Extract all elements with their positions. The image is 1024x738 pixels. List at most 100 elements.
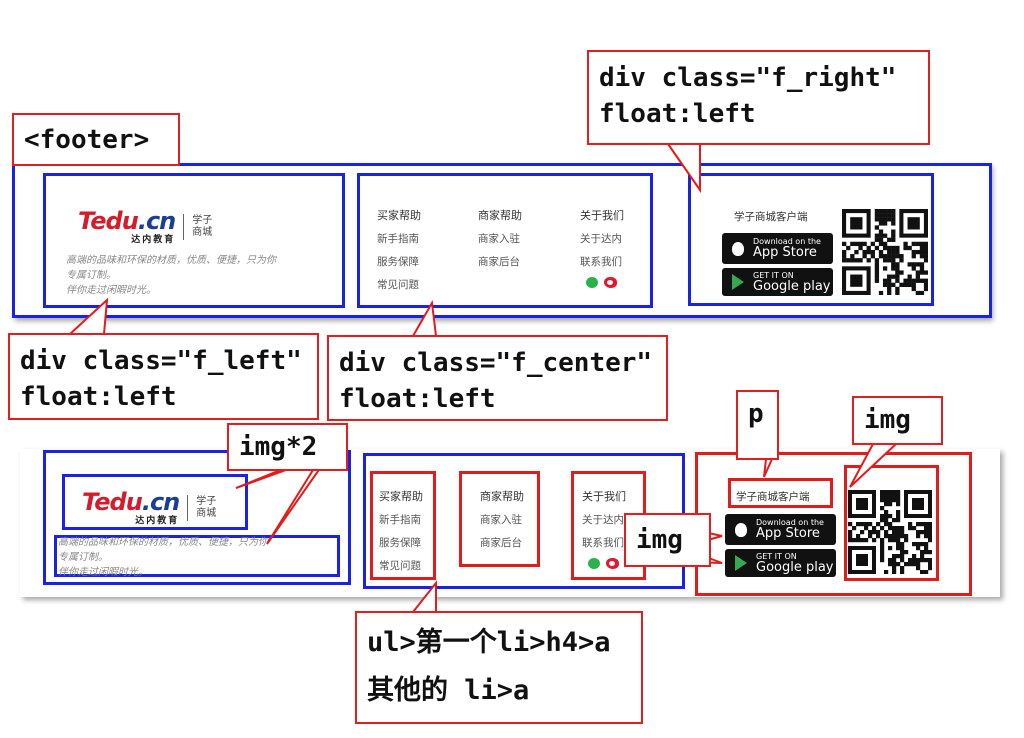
- weibo-icon[interactable]: [604, 277, 617, 288]
- qr-module: [891, 262, 896, 267]
- column-link[interactable]: 服务保障: [377, 256, 419, 268]
- qr-module: [908, 562, 913, 567]
- qr-module: [924, 546, 929, 551]
- column-link[interactable]: 商家入驻: [478, 233, 520, 245]
- qr-module: [896, 526, 901, 531]
- qr-module: [924, 542, 929, 547]
- callout-img-store: img: [624, 513, 711, 567]
- slogan-line: 专属订制。: [58, 552, 108, 563]
- qr-module: [923, 241, 928, 247]
- column-link[interactable]: 新手指南: [379, 514, 421, 526]
- qr-module: [895, 254, 900, 259]
- column-heading[interactable]: 买家帮助: [379, 490, 423, 503]
- qr-module: [891, 254, 896, 259]
- column-link[interactable]: 商家入驻: [480, 514, 522, 526]
- column-heading[interactable]: 买家帮助: [377, 209, 421, 222]
- qr-module: [888, 538, 893, 543]
- column-link[interactable]: 常见问题: [379, 560, 421, 572]
- footer-outline: [12, 163, 992, 318]
- column-link[interactable]: 新手指南: [377, 233, 419, 245]
- qr-module: [887, 237, 892, 242]
- column-heading[interactable]: 关于我们: [580, 209, 624, 222]
- qr-module: [916, 542, 921, 547]
- qr-module: [896, 542, 901, 547]
- column-heading[interactable]: 商家帮助: [478, 209, 522, 222]
- qr-module: [891, 237, 896, 242]
- wechat-icon[interactable]: [586, 277, 598, 288]
- column-link[interactable]: 服务保障: [379, 537, 421, 549]
- qr-module: [924, 526, 929, 531]
- qr-module: [888, 558, 893, 563]
- qr-module: [895, 274, 900, 279]
- wechat-icon[interactable]: [588, 558, 600, 569]
- qr-module: [891, 209, 896, 214]
- column-link[interactable]: 商家后台: [478, 256, 520, 268]
- qr-module: [892, 534, 897, 539]
- logo-side-line1: 学子: [196, 495, 217, 507]
- qr-module: [911, 249, 916, 255]
- qr-module: [920, 542, 925, 547]
- qr-module: [884, 510, 889, 515]
- qr-module: [880, 554, 885, 559]
- qr-module: [866, 249, 871, 255]
- qr-module: [848, 530, 853, 535]
- qr-module: [924, 570, 929, 574]
- callout-img-2: img*2: [227, 423, 348, 471]
- help-column-buyer: 买家帮助 新手指南 服务保障 常见问题: [379, 490, 423, 573]
- qr-module: [882, 221, 888, 226]
- qr-module: [884, 534, 889, 539]
- qr-module: [884, 530, 889, 535]
- qr-module: [899, 254, 904, 259]
- slogan-line: 高端的品味和环保的材质，优质、便捷，只为你: [58, 537, 268, 548]
- qr-module: [892, 526, 897, 531]
- qr-module: [891, 274, 896, 279]
- qr-module: [878, 209, 884, 214]
- qr-module: [900, 558, 905, 563]
- qr-module: [919, 254, 925, 259]
- qr-module: [915, 278, 921, 283]
- qr-module: [920, 550, 925, 555]
- qr-module: [916, 562, 921, 567]
- qr-module: [911, 262, 916, 267]
- qr-module: [896, 534, 901, 539]
- qr-module: [896, 510, 901, 515]
- qr-module: [862, 254, 867, 259]
- column-link[interactable]: 关于达内: [580, 233, 622, 245]
- slogan: 高端的品味和环保的材质，优质、便捷，只为你 专属订制。 伴你走过闲暇时光。: [66, 253, 276, 298]
- qr-module: [887, 249, 892, 255]
- qr-module: [896, 490, 901, 495]
- column-heading[interactable]: 关于我们: [582, 490, 626, 503]
- qr-module: [878, 241, 884, 247]
- callout-p: p: [736, 390, 779, 460]
- qr-module: [912, 562, 917, 567]
- qr-module: [874, 270, 880, 275]
- qr-module: [919, 270, 925, 275]
- column-link[interactable]: 常见问题: [377, 279, 419, 291]
- qr-module: [891, 266, 896, 271]
- column-link[interactable]: 关于达内: [582, 514, 624, 526]
- qr-module: [880, 546, 885, 551]
- qr-module: [887, 258, 892, 263]
- column-link[interactable]: 联系我们: [580, 256, 622, 268]
- qr-module: [928, 558, 932, 563]
- callout-f-left: div class="f_left" float:left: [8, 333, 319, 420]
- qr-module: [892, 530, 897, 535]
- qr-module: [856, 538, 861, 543]
- qr-module: [887, 217, 892, 222]
- qr-module: [858, 241, 863, 247]
- qr-module: [876, 522, 881, 527]
- qr-module: [919, 262, 925, 267]
- column-link[interactable]: 商家后台: [480, 537, 522, 549]
- column-link[interactable]: 联系我们: [582, 537, 624, 549]
- qr-module: [870, 241, 875, 247]
- qr-module: [862, 241, 867, 247]
- column-heading[interactable]: 商家帮助: [480, 490, 524, 503]
- weibo-icon[interactable]: [606, 558, 619, 569]
- qr-module: [866, 258, 871, 263]
- app-store-small: Download on the: [756, 518, 824, 527]
- qr-module: [907, 262, 912, 267]
